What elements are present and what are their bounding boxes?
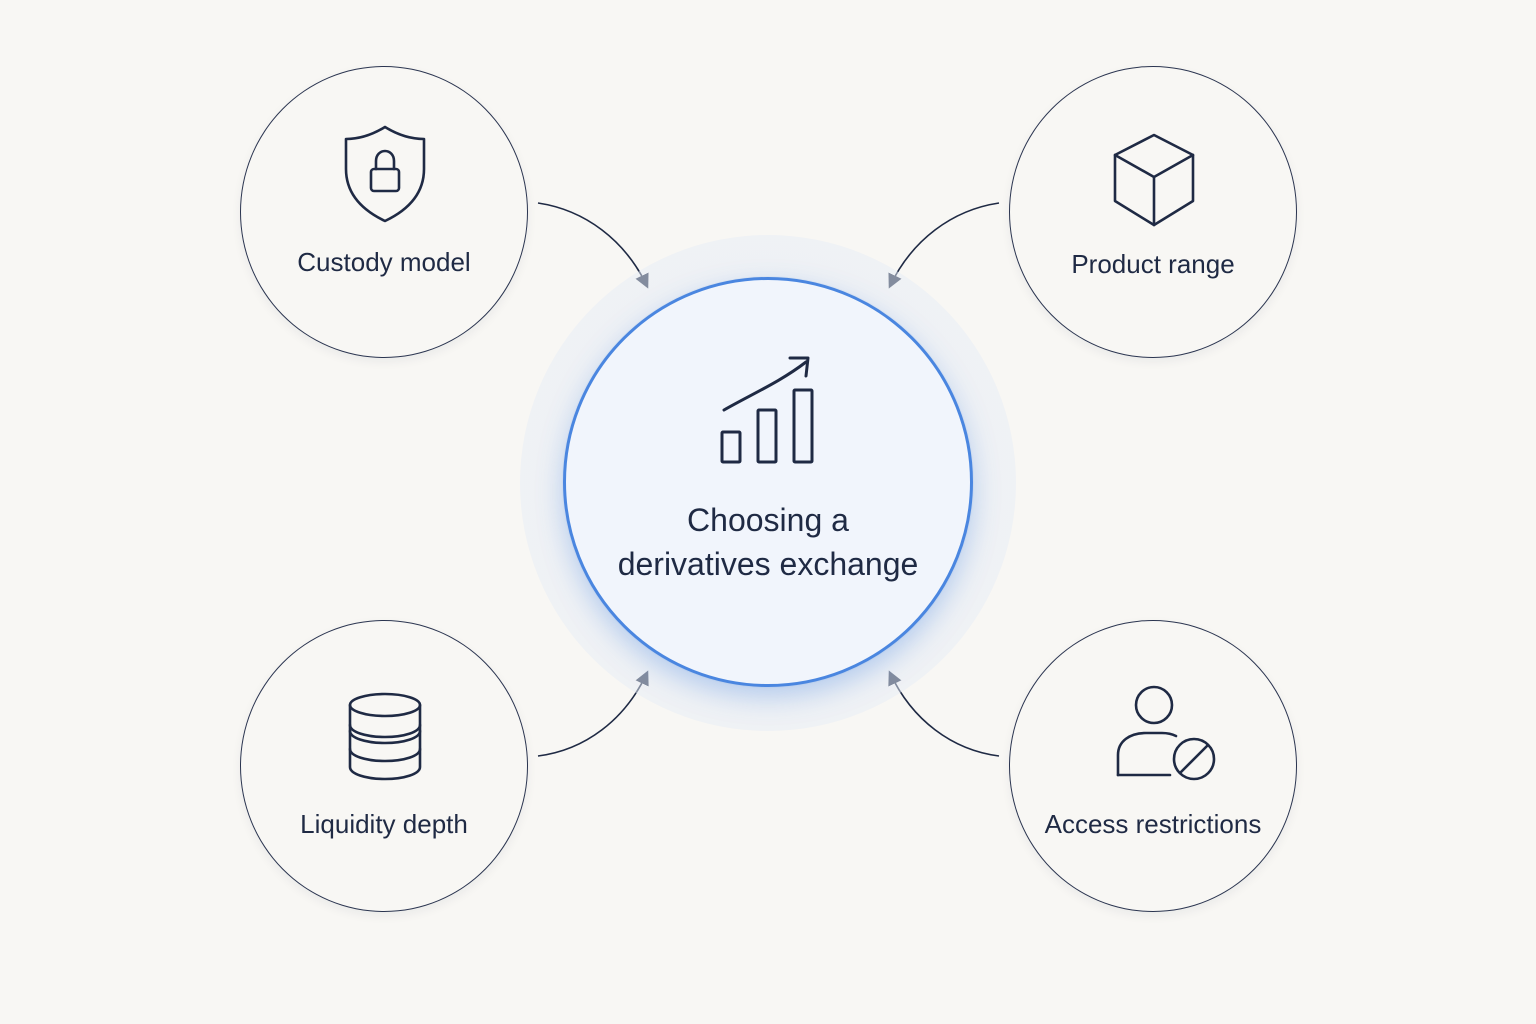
factor-label-access-restrictions: Access restrictions — [1044, 809, 1262, 839]
factor-label-liquidity-depth: Liquidity depth — [300, 809, 468, 839]
shield-lock-icon — [344, 125, 426, 223]
center-node: Choosing a derivatives exchange — [563, 277, 973, 687]
factor-label-custody-model: Custody model — [297, 247, 471, 277]
factor-node-access-restrictions: Access restrictions — [1009, 620, 1297, 912]
arrow-custody-to-center — [537, 202, 649, 289]
bar-chart-trend-icon — [720, 356, 814, 464]
cube-icon — [1113, 133, 1195, 227]
center-title-line-2: derivatives exchange — [617, 546, 919, 582]
factor-node-liquidity-depth: Liquidity depth — [240, 620, 528, 912]
factor-label-product-range: Product range — [1071, 249, 1235, 279]
user-blocked-icon — [1116, 685, 1216, 781]
factor-node-product-range: Product range — [1009, 66, 1297, 358]
center-title: Choosing a derivatives exchange — [586, 498, 950, 586]
center-title-line-1: Choosing a — [687, 502, 849, 538]
arrow-product-to-center — [888, 202, 1000, 289]
factor-node-custody-model: Custody model — [240, 66, 528, 358]
database-stack-icon — [348, 692, 422, 781]
